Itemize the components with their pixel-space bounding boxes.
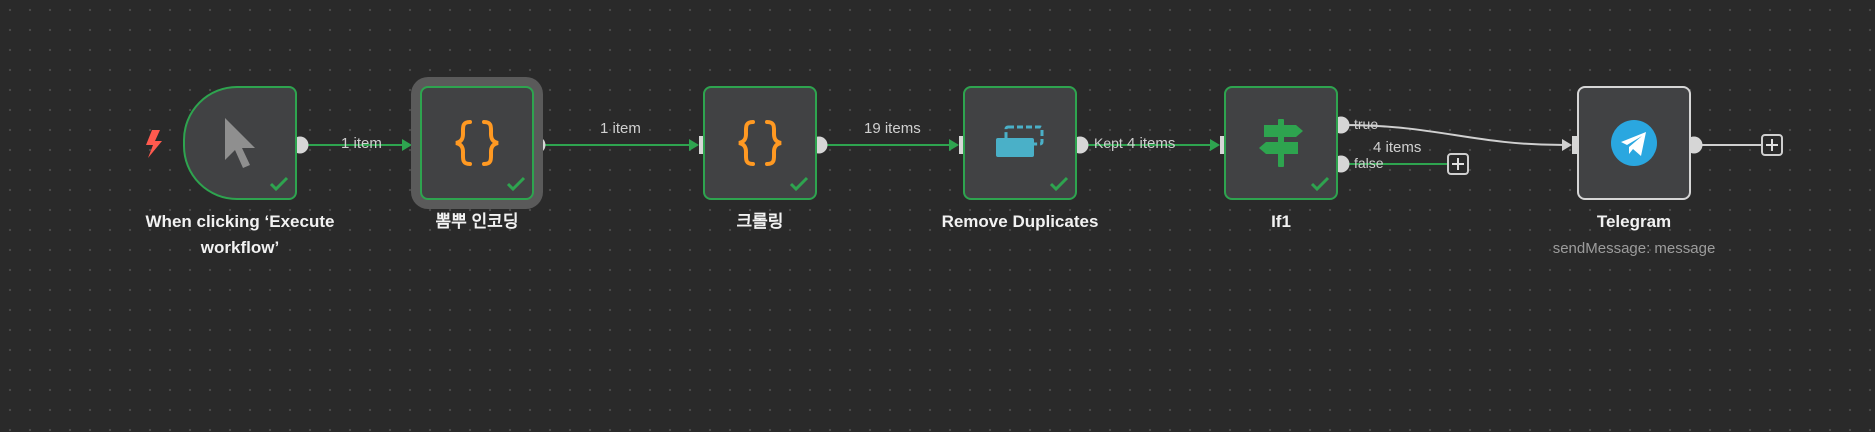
telegram-icon [1611, 120, 1657, 166]
braces-icon [738, 120, 782, 166]
edge-label-output-name: Kept [1094, 135, 1123, 151]
success-check-icon [269, 176, 289, 192]
input-handle[interactable] [412, 136, 420, 154]
node-subtitle: sendMessage: message [1552, 240, 1716, 257]
success-check-icon [506, 176, 526, 192]
edge-label-true: true [1354, 116, 1379, 132]
connection-arrow [1210, 139, 1220, 151]
plus-icon [1452, 158, 1464, 170]
edge-label-item-count: 4 items [1127, 135, 1176, 152]
connection-line[interactable] [1340, 124, 1566, 146]
node-title: Remove Duplicates [941, 212, 1099, 231]
node-title: 뽐뿌 인코딩 [435, 212, 519, 231]
success-check-icon [1310, 176, 1330, 192]
node-title: 크롤링 [736, 212, 784, 231]
node-manual-trigger[interactable] [183, 86, 297, 200]
cursor-icon [225, 118, 255, 168]
signpost-icon [1259, 119, 1303, 167]
node-telegram[interactable] [1577, 86, 1691, 200]
node-remove-duplicates[interactable] [963, 86, 1077, 200]
node-title: Telegram [1596, 212, 1672, 231]
node-title: When clicking ‘Execute workflow’ [145, 212, 335, 257]
connection-arrow [402, 139, 412, 151]
connection-arrow [1562, 139, 1572, 151]
edge-label-item-count: 1 item [341, 135, 382, 152]
success-check-icon [1049, 176, 1069, 192]
remove-duplicates-icon [996, 125, 1044, 157]
trigger-bolt-icon [146, 130, 162, 158]
node-code-encoding[interactable] [420, 86, 534, 200]
plus-icon [1766, 139, 1778, 151]
success-check-icon [789, 176, 809, 192]
connection-arrow [949, 139, 959, 151]
node-code-crawling[interactable] [703, 86, 817, 200]
add-node-button[interactable] [1761, 134, 1783, 156]
braces-icon [455, 120, 499, 166]
edge-label-item-count: 19 items [864, 120, 921, 137]
node-title: If1 [1271, 212, 1291, 231]
connection-arrow [689, 139, 699, 151]
node-if[interactable] [1224, 86, 1338, 200]
add-node-button[interactable] [1447, 153, 1469, 175]
edge-label-false: false [1354, 155, 1384, 171]
input-handle[interactable] [1572, 136, 1580, 154]
edge-label-item-count: 4 items [1373, 139, 1422, 156]
edge-label-item-count: 1 item [600, 120, 641, 137]
